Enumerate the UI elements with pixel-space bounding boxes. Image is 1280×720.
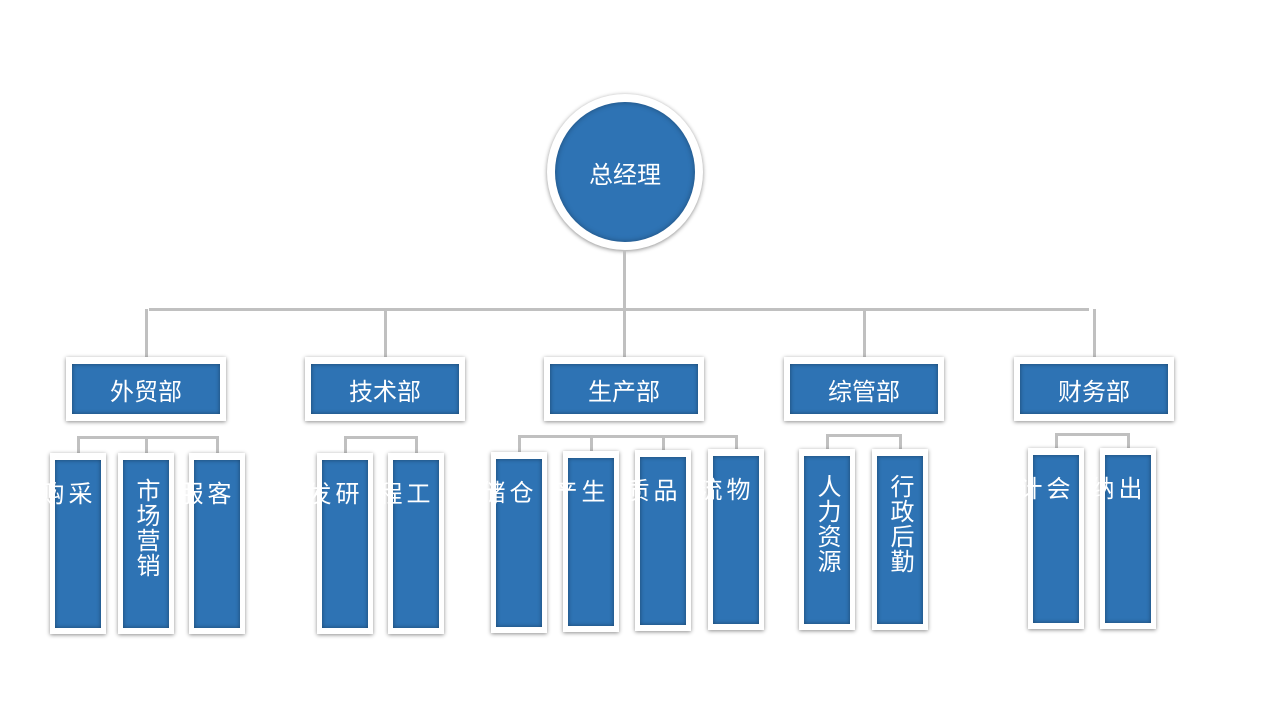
connector-line [826,434,902,437]
department-label: 外贸部 [72,364,220,414]
team-box [1033,455,1079,623]
department-label: 综管部 [790,364,938,414]
connector-line [863,309,866,357]
connector-line [145,436,148,453]
connector-line [415,436,418,453]
department-label: 技术部 [311,364,459,414]
team-label: 研发 [303,481,359,559]
team-label: 工程 [374,481,430,559]
connector-line [518,435,738,438]
team-box [55,460,101,628]
team-label: 客服 [175,481,231,559]
team-box [1105,455,1151,623]
team-node[interactable]: 人力资源 [799,449,855,630]
team-node[interactable]: 市场营销 [118,453,174,634]
connector-line [77,436,80,453]
team-label: 行政后勤 [886,474,914,574]
connector-line [1055,433,1058,448]
team-node[interactable]: 仓储 [477,452,547,633]
team-node[interactable]: 品质 [621,450,691,631]
connector-line [1127,433,1130,448]
connector-line [826,434,829,449]
connector-line [662,435,665,450]
connector-line [899,434,902,449]
team-node[interactable]: 采购 [36,453,106,634]
team-node[interactable]: 出纳 [1086,448,1156,629]
connector-line [384,309,387,357]
team-box [496,459,542,627]
connector-line [1055,433,1130,436]
department-node[interactable]: 综管部 [784,357,944,421]
department-label: 财务部 [1020,364,1168,414]
team-node[interactable]: 生产 [549,451,619,632]
department-node[interactable]: 财务部 [1014,357,1174,421]
team-node[interactable]: 行政后勤 [872,449,928,630]
connector-line [344,436,418,439]
team-label: 物流 [694,477,750,555]
connector-line [623,309,626,357]
team-label: 品质 [621,478,677,556]
team-box [322,460,368,628]
team-node[interactable]: 客服 [175,453,245,634]
team-label: 市场营销 [132,478,160,578]
connector-line [216,436,219,453]
team-label: 采购 [36,481,92,559]
team-node[interactable]: 会计 [1014,448,1084,629]
connector-line [518,435,521,452]
connector-line [623,250,626,309]
connector-line [149,308,1089,311]
department-node[interactable]: 外贸部 [66,357,226,421]
connector-line [145,309,148,357]
team-node[interactable]: 物流 [694,449,764,630]
team-box [877,456,923,624]
team-label: 出纳 [1086,476,1142,554]
root-label: 总经理 [555,102,695,242]
team-node[interactable]: 研发 [303,453,373,634]
team-box [568,458,614,626]
team-box [640,457,686,625]
team-label: 仓储 [477,480,533,558]
connector-line [735,435,738,449]
connector-line [77,436,219,439]
team-box [194,460,240,628]
department-node[interactable]: 技术部 [305,357,465,421]
connector-line [590,435,593,451]
team-label: 生产 [549,479,605,557]
team-label: 人力资源 [813,474,841,574]
department-label: 生产部 [550,364,698,414]
team-node[interactable]: 工程 [374,453,444,634]
team-box [123,460,169,628]
team-box [804,456,850,624]
team-label: 会计 [1014,476,1070,554]
team-box [713,456,759,624]
connector-line [344,436,347,453]
root-node[interactable]: 总经理 [547,94,703,250]
connector-line [1093,309,1096,357]
team-box [393,460,439,628]
department-node[interactable]: 生产部 [544,357,704,421]
